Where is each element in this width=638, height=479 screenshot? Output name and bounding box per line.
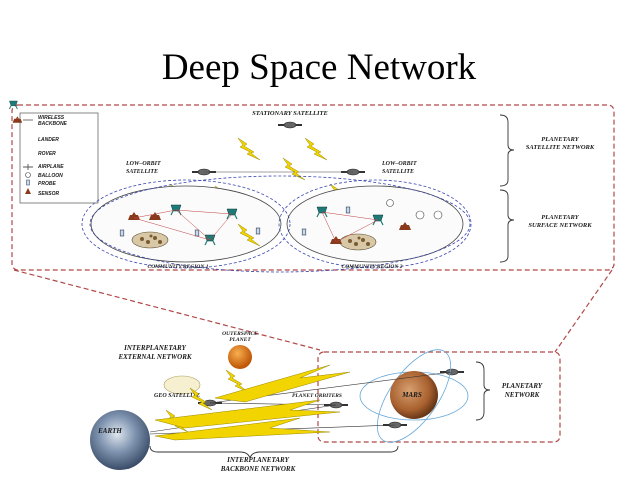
planetary-network-line1: PLANETARY (502, 382, 543, 390)
low-orbit-right-line1: LOW–ORBIT (381, 161, 417, 167)
mars-planet (390, 371, 438, 419)
lightning-icon (214, 364, 351, 403)
balloon-icon (433, 210, 443, 220)
lightning-icon (154, 399, 341, 429)
community-region-2-label: COMMUNITY REGION 2 (342, 264, 403, 270)
interplanetary-backbone-line2: BACKBONE NETWORK (220, 465, 297, 473)
brace-surface-network (499, 189, 515, 263)
probe-icon (194, 229, 200, 237)
legend-item-label: AIRPLANE (37, 164, 64, 170)
geo-satellite-label: GEO SATELLITE (154, 393, 200, 399)
sensor-icon (25, 188, 31, 194)
interplanetary-backbone-line1: INTERPLANETARY (226, 456, 289, 464)
community-region-1-label: COMMUNITY REGION 1 (148, 264, 209, 270)
low-orbit-left-line1: LOW–ORBIT (125, 161, 161, 167)
lander-icon (8, 100, 18, 110)
lightning-icon (225, 369, 249, 393)
lightning-icon (189, 387, 213, 411)
stationary-satellite-label: STATIONARY SATELLITE (252, 110, 328, 117)
probe-icon (255, 227, 261, 235)
stationary-satellite-icon (277, 121, 303, 129)
brace-backbone-network (149, 445, 399, 460)
probe-icon (119, 229, 125, 237)
brace-planetary-network (475, 361, 491, 421)
zoom-connector-right (554, 269, 613, 353)
outerspace-planet-line1: OUTERSPACE (222, 331, 258, 337)
community-region-2 (286, 185, 464, 263)
probe-icon (26, 179, 30, 186)
terrain-icon (131, 231, 169, 249)
lightning-icon (304, 137, 328, 161)
satellite-network-line1: PLANETARY (541, 136, 579, 143)
legend-item-label: PROBE (38, 181, 56, 187)
planetary-network-line2: NETWORK (504, 391, 541, 399)
planetary-region-box (11, 104, 615, 271)
legend-item-label: BALLOON (38, 173, 63, 179)
legend-item-label: LANDER (38, 137, 59, 143)
legend-item-label: SENSOR (38, 191, 60, 197)
zoom-connector-left (13, 269, 321, 351)
mars-label: MARS (401, 391, 422, 399)
interplanetary-external-line1: INTERPLANETARY (123, 344, 186, 352)
balloon-icon (415, 210, 425, 220)
legend-item-label: ROVER (38, 151, 56, 157)
legend (8, 100, 99, 204)
airplane-icon (386, 199, 394, 207)
planetary-network-box (317, 351, 561, 443)
earth-label: EARTH (97, 427, 122, 435)
surface-network-line2: SURFACE NETWORK (528, 222, 592, 229)
airplane-icon (23, 164, 33, 170)
low-orbit-left-line2: SATELLITE (126, 169, 158, 175)
probe-icon (345, 206, 351, 214)
low-orbit-right-line2: SATELLITE (382, 169, 414, 175)
probe-icon (301, 228, 307, 236)
planet-orbiters-label: PLANET ORBITERS (292, 393, 342, 399)
earth-planet (90, 410, 150, 470)
interplanetary-external-line2: EXTERNAL NETWORK (117, 353, 192, 361)
lightning-icon (282, 157, 306, 181)
terrain-icon (339, 233, 377, 251)
lightning-icon (237, 137, 261, 161)
outerspace-planet-line2: PLANET (229, 337, 251, 343)
satellite-network-line2: SATELLITE NETWORK (526, 144, 595, 151)
brace-satellite-network (499, 114, 515, 187)
legend-item-label: WIRELESS (38, 115, 65, 121)
balloon-icon (25, 172, 31, 178)
legend-item-label: BACKBONE (38, 121, 68, 127)
outerspace-planet (228, 345, 252, 369)
community-region-1 (90, 185, 282, 263)
lightning-icon (154, 417, 331, 441)
surface-network-line1: PLANETARY (541, 214, 579, 221)
page-title: Deep Space Network (161, 47, 477, 88)
